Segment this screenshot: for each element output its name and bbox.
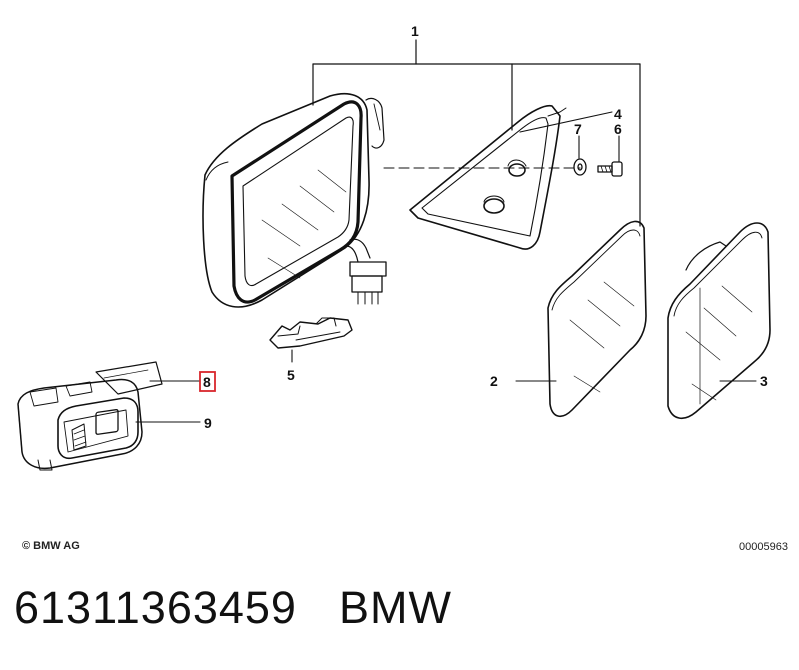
clip bbox=[269, 317, 353, 349]
copyright-notice: © BMW AG bbox=[22, 540, 80, 552]
callout-5: 5 bbox=[287, 367, 295, 383]
callout-1: 1 bbox=[411, 23, 419, 39]
brand-name: BMW bbox=[338, 582, 452, 633]
washer bbox=[573, 158, 587, 176]
mirror-glass-3 bbox=[667, 222, 771, 419]
callout-4: 4 bbox=[614, 106, 622, 122]
callout-3: 3 bbox=[760, 373, 768, 389]
callout-2: 2 bbox=[490, 373, 498, 389]
mounting-plate bbox=[409, 104, 567, 250]
callout-6: 6 bbox=[614, 121, 622, 137]
part-number: 61311363459 bbox=[14, 582, 297, 633]
mirror-glass-2 bbox=[547, 220, 647, 417]
callout-7: 7 bbox=[574, 121, 582, 137]
callout-4-leader bbox=[519, 111, 613, 133]
drawing-number: 00005963 bbox=[739, 541, 788, 553]
callout-9: 9 bbox=[204, 415, 212, 431]
mirror-housing bbox=[202, 92, 387, 308]
callout-8-highlight bbox=[199, 371, 216, 392]
callout-1-leader bbox=[312, 39, 641, 227]
screw bbox=[597, 161, 623, 177]
mirror-switch bbox=[17, 361, 163, 471]
part-caption: 61311363459 BMW bbox=[14, 582, 452, 634]
callout-8: 8 bbox=[203, 374, 211, 390]
